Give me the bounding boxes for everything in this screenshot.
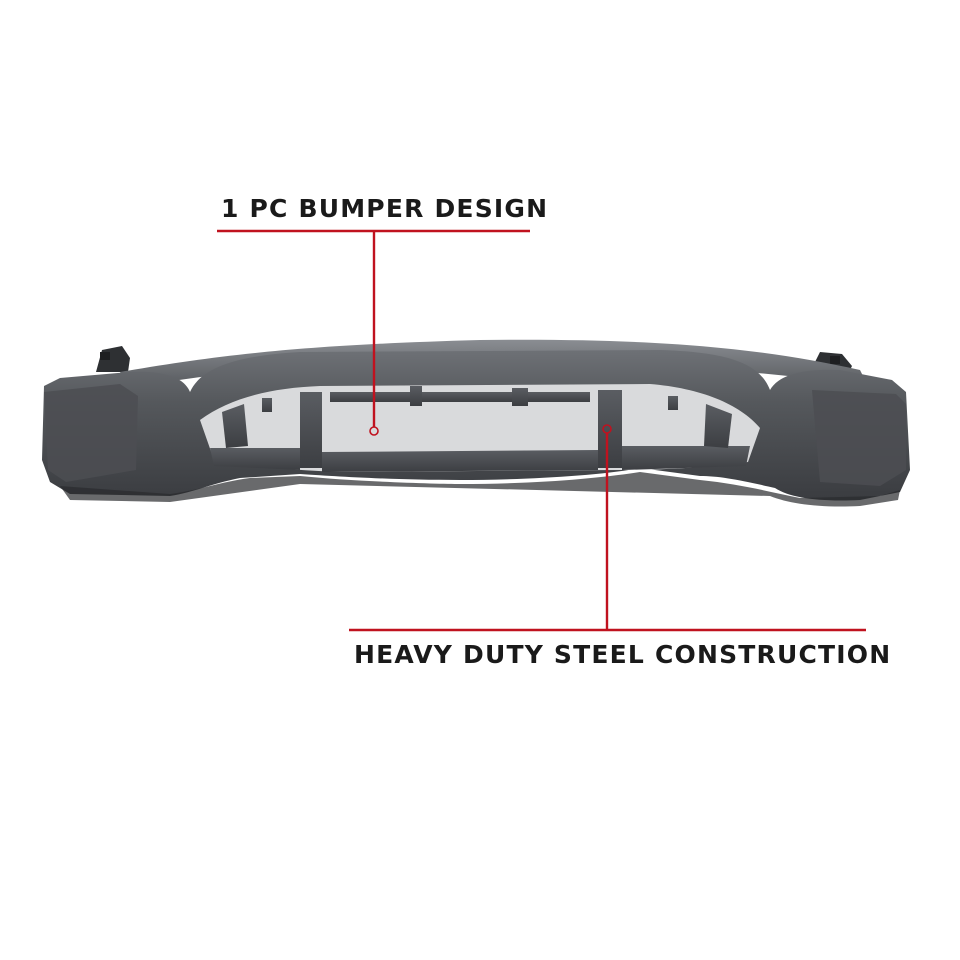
callout-label-one-piece-design: 1 PC BUMPER DESIGN xyxy=(221,194,549,223)
left-mount-bracket xyxy=(96,346,130,372)
top-callout-connector xyxy=(217,229,530,436)
callout-label-steel-construction: HEAVY DUTY STEEL CONSTRUCTION xyxy=(354,640,892,669)
inner-frame xyxy=(210,386,750,472)
bottom-callout-connector xyxy=(349,424,866,632)
